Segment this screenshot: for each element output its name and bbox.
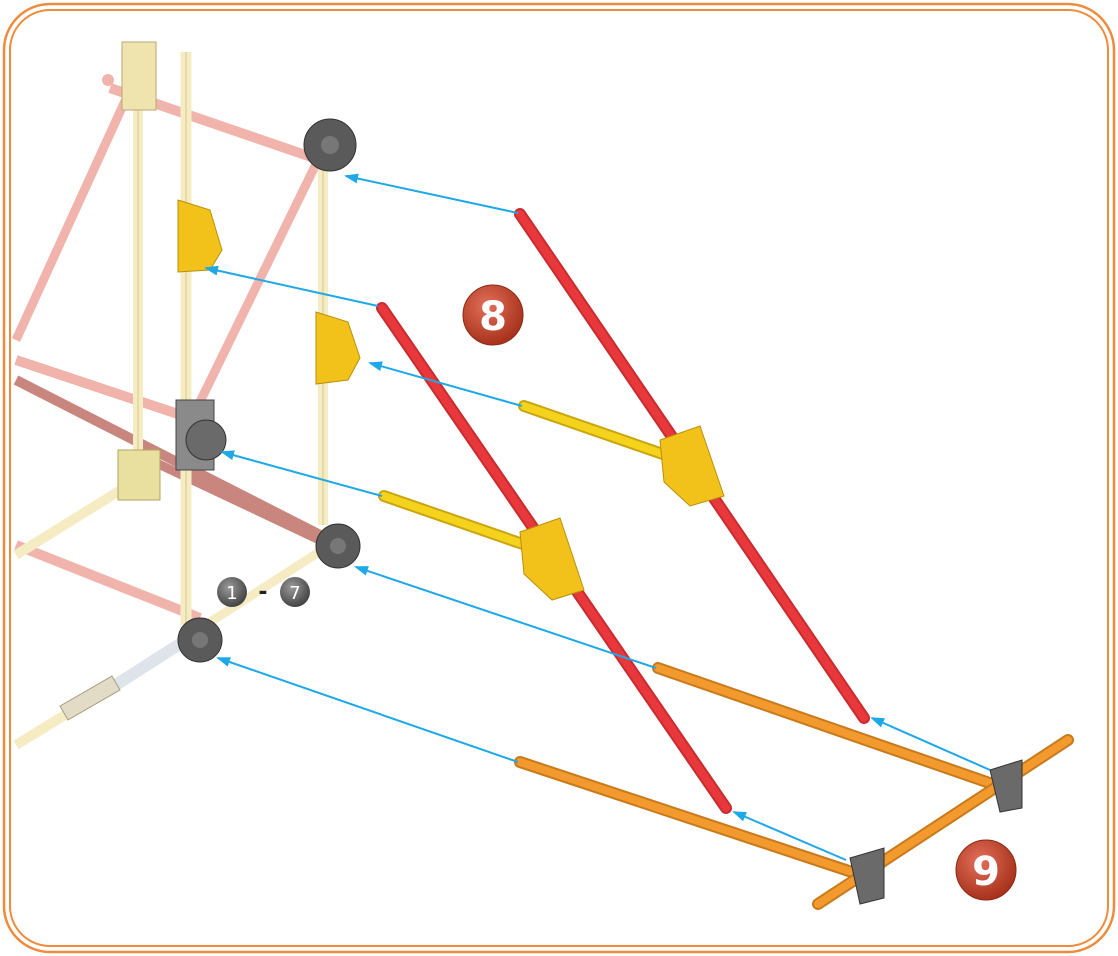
ref-to: 7 [289, 583, 300, 604]
ref-separator: - [258, 580, 267, 605]
rod-connector-icon [519, 425, 725, 601]
inner-frame [9, 9, 1109, 947]
arrow-icon [204, 173, 991, 861]
connector-icon [177, 118, 361, 663]
yellow-rod-icon [378, 400, 686, 556]
step-number-8: 8 [479, 294, 507, 340]
existing-structure [11, 41, 333, 750]
base-connector-icon [849, 759, 1023, 905]
yellow-connector-icon [177, 199, 361, 385]
step-badge-9: 9 [955, 839, 1017, 901]
step-number-9: 9 [972, 849, 1000, 895]
previous-steps-ref: 1 - 7 [217, 577, 310, 607]
ref-from: 1 [226, 583, 237, 604]
step-badge-8: 8 [462, 284, 524, 346]
